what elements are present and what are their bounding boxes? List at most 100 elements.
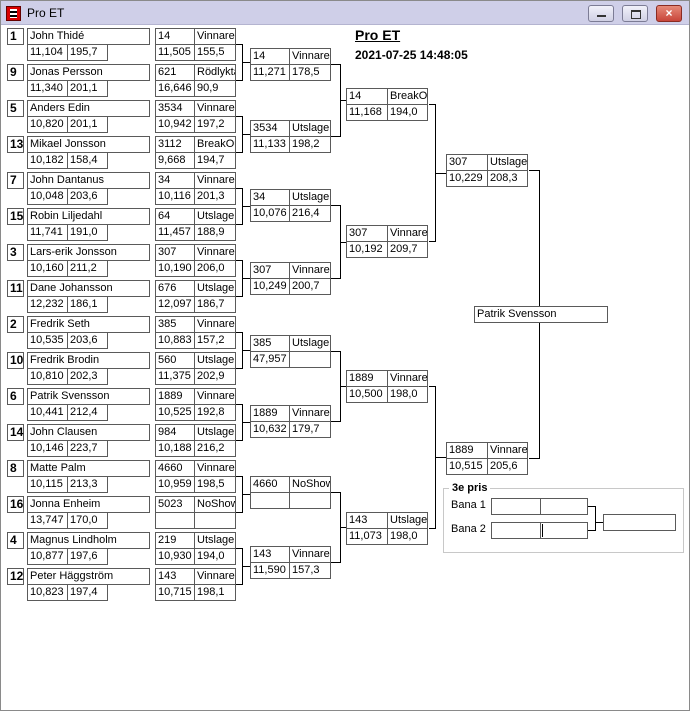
title-bar[interactable]: Pro ET ×	[1, 1, 689, 25]
minimize-button[interactable]	[588, 5, 614, 22]
player-name-field[interactable]: Jonna Enheim	[27, 496, 150, 513]
player-name-field[interactable]: Peter Häggström	[27, 568, 150, 585]
player-name-field[interactable]: John Dantanus	[27, 172, 150, 189]
close-button[interactable]: ×	[656, 5, 682, 22]
r3-number-status[interactable]: 385Utslagen	[250, 335, 331, 352]
maximize-button[interactable]	[622, 5, 648, 22]
player-name-field[interactable]: Fredrik Brodin	[27, 352, 150, 369]
third-place-winner-box[interactable]	[603, 514, 676, 531]
player-name-field[interactable]: Patrik Svensson	[27, 388, 150, 405]
player-name-field[interactable]: Dane Johansson	[27, 280, 150, 297]
player-name-field[interactable]: Magnus Lindholm	[27, 532, 150, 549]
r3-times[interactable]: 47,957	[250, 351, 331, 368]
r2-number-status[interactable]: 984Utslagen	[155, 424, 236, 441]
r3-times[interactable]	[250, 492, 331, 509]
r2-number-status[interactable]: 219Utslagen	[155, 532, 236, 549]
app-film-icon[interactable]	[6, 6, 21, 21]
r2-number-status[interactable]: 64Utslagen	[155, 208, 236, 225]
player-name-field[interactable]: John Thidé	[27, 28, 150, 45]
r4-number-status[interactable]: 143Utslagen	[346, 512, 428, 529]
r2-number-status[interactable]: 560Utslagen	[155, 352, 236, 369]
r2-number-status[interactable]: 3112BreakOut	[155, 136, 236, 153]
player-name-field[interactable]: Anders Edin	[27, 100, 150, 117]
player-name-field[interactable]: Lars-erik Jonsson	[27, 244, 150, 261]
r2-number-status[interactable]: 676Utslagen	[155, 280, 236, 297]
player-name-field[interactable]: Matte Palm	[27, 460, 150, 477]
player-name-field[interactable]: Jonas Persson	[27, 64, 150, 81]
r2-times[interactable]	[155, 512, 236, 529]
r3-number-status[interactable]: 34Utslagen	[250, 189, 331, 206]
lane-1-entry[interactable]	[491, 498, 588, 515]
lane-2-entry[interactable]	[491, 522, 588, 539]
lane-2-entry-b[interactable]	[540, 523, 587, 538]
r3-number-status[interactable]: 3534Utslagen	[250, 120, 331, 137]
player-name-field[interactable]: Robin Liljedahl	[27, 208, 150, 225]
lane-1-entry-a[interactable]	[492, 499, 540, 514]
r2-number-status[interactable]: 621Rödlykta	[155, 64, 236, 81]
lane-2-entry-a[interactable]	[492, 523, 540, 538]
lane-1-entry-b[interactable]	[540, 499, 587, 514]
player-name-field[interactable]: Mikael Jonsson	[27, 136, 150, 153]
r5-number-status[interactable]: 307Utslagen	[446, 154, 528, 171]
player-name-field[interactable]: Fredrik Seth	[27, 316, 150, 333]
r4-number-status[interactable]: 14BreakOut	[346, 88, 428, 105]
